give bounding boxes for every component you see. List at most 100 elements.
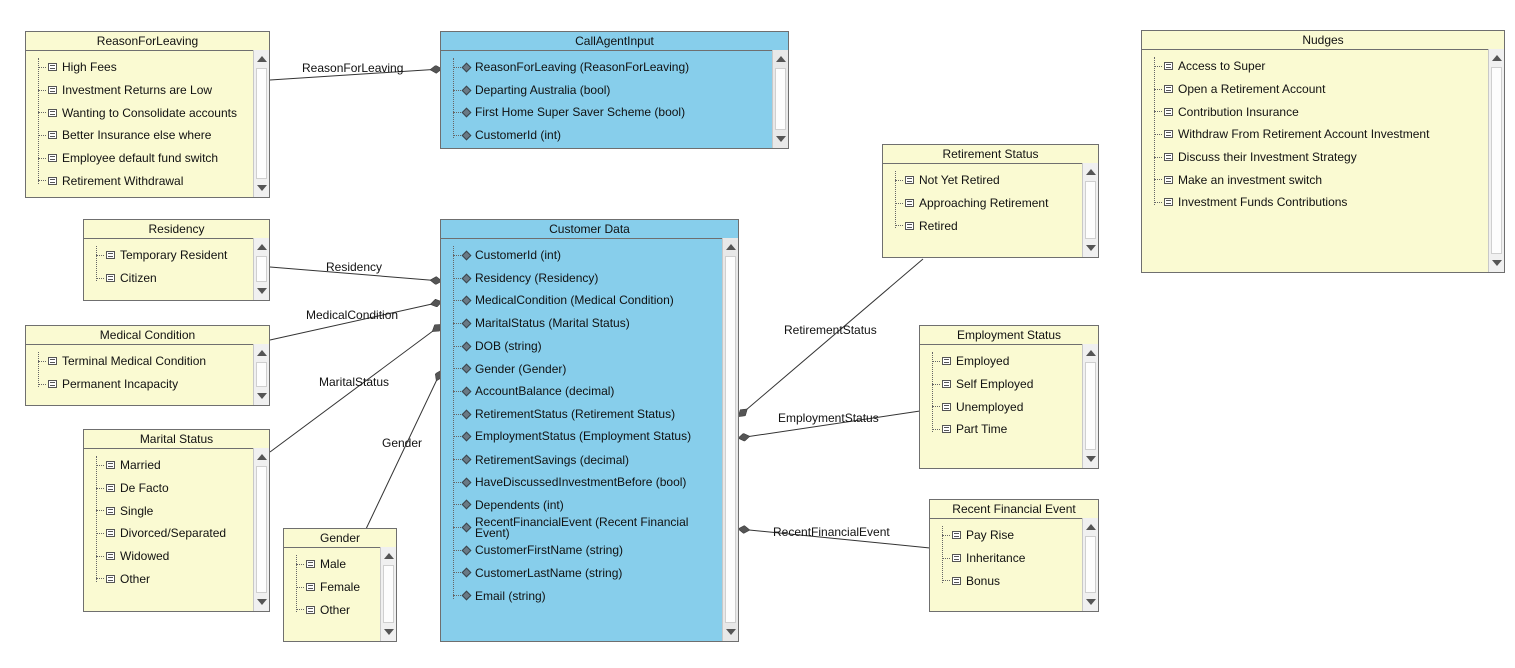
link-gender[interactable]: [365, 371, 441, 530]
field-item[interactable]: HaveDiscussedInvestmentBefore (bool): [449, 471, 718, 494]
vertical-scrollbar[interactable]: [1488, 49, 1504, 272]
scroll-thumb[interactable]: [1491, 67, 1502, 254]
link-reason[interactable]: [269, 69, 441, 81]
scroll-thumb[interactable]: [256, 362, 267, 387]
scroll-down-arrow-icon[interactable]: [257, 288, 267, 294]
enum-value-item[interactable]: Married: [92, 454, 249, 477]
scroll-up-arrow-icon[interactable]: [257, 244, 267, 250]
vertical-scrollbar[interactable]: [1082, 518, 1098, 611]
field-item[interactable]: First Home Super Saver Scheme (bool): [449, 101, 768, 124]
enum-value-item[interactable]: Other: [92, 567, 249, 590]
enum-value-item[interactable]: Female: [292, 576, 376, 599]
enum-value-item[interactable]: Inheritance: [938, 547, 1078, 570]
field-item[interactable]: CustomerLastName (string): [449, 562, 718, 585]
enum-value-item[interactable]: Employee default fund switch: [34, 147, 249, 170]
scroll-up-arrow-icon[interactable]: [1086, 169, 1096, 175]
enum-value-item[interactable]: Retirement Withdrawal: [34, 169, 249, 192]
scroll-up-arrow-icon[interactable]: [257, 350, 267, 356]
link-financial[interactable]: [739, 529, 931, 549]
enum-value-item[interactable]: Terminal Medical Condition: [34, 350, 249, 373]
scroll-thumb[interactable]: [1085, 181, 1096, 239]
enum-value-item[interactable]: Not Yet Retired: [891, 169, 1078, 192]
scroll-up-arrow-icon[interactable]: [1086, 524, 1096, 530]
field-item[interactable]: DOB (string): [449, 335, 718, 358]
scroll-down-arrow-icon[interactable]: [1086, 245, 1096, 251]
scroll-thumb[interactable]: [256, 466, 267, 593]
enum-value-item[interactable]: Part Time: [928, 418, 1078, 441]
scroll-up-arrow-icon[interactable]: [1086, 350, 1096, 356]
enum-value-item[interactable]: Approaching Retirement: [891, 192, 1078, 215]
field-item[interactable]: Residency (Residency): [449, 267, 718, 290]
enum-value-item[interactable]: Open a Retirement Account: [1150, 78, 1484, 101]
field-item[interactable]: CustomerId (int): [449, 244, 718, 267]
link-medical[interactable]: [269, 302, 441, 341]
enum-value-item[interactable]: Temporary Resident: [92, 244, 249, 267]
scroll-down-arrow-icon[interactable]: [257, 185, 267, 191]
enum-value-item[interactable]: Retired: [891, 214, 1078, 237]
scroll-down-arrow-icon[interactable]: [726, 629, 736, 635]
vertical-scrollbar[interactable]: [722, 238, 738, 641]
enum-value-item[interactable]: Citizen: [92, 267, 249, 290]
vertical-scrollbar[interactable]: [253, 50, 269, 197]
enum-value-item[interactable]: Other: [292, 598, 376, 621]
enum-value-item[interactable]: Access to Super: [1150, 55, 1484, 78]
enum-value-item[interactable]: Pay Rise: [938, 524, 1078, 547]
enum-value-item[interactable]: Self Employed: [928, 373, 1078, 396]
vertical-scrollbar[interactable]: [253, 238, 269, 300]
scroll-thumb[interactable]: [1085, 536, 1096, 593]
enum-value-item[interactable]: Unemployed: [928, 395, 1078, 418]
scroll-thumb[interactable]: [1085, 362, 1096, 450]
field-item[interactable]: Departing Australia (bool): [449, 79, 768, 102]
field-item[interactable]: AccountBalance (decimal): [449, 380, 718, 403]
field-item[interactable]: CustomerId (int): [449, 124, 768, 144]
scroll-thumb[interactable]: [383, 565, 394, 623]
scroll-up-arrow-icon[interactable]: [776, 56, 786, 62]
vertical-scrollbar[interactable]: [253, 344, 269, 405]
enum-value-item[interactable]: Bonus: [938, 569, 1078, 592]
vertical-scrollbar[interactable]: [253, 448, 269, 611]
field-item[interactable]: RecentFinancialEvent (Recent Financial E…: [449, 516, 718, 539]
link-residency[interactable]: [269, 266, 441, 281]
scroll-down-arrow-icon[interactable]: [776, 136, 786, 142]
vertical-scrollbar[interactable]: [380, 547, 396, 641]
enum-value-item[interactable]: Divorced/Separated: [92, 522, 249, 545]
scroll-down-arrow-icon[interactable]: [257, 393, 267, 399]
link-marital[interactable]: [269, 325, 441, 453]
field-item[interactable]: MedicalCondition (Medical Condition): [449, 289, 718, 312]
scroll-up-arrow-icon[interactable]: [726, 244, 736, 250]
enum-value-item[interactable]: Withdraw From Retirement Account Investm…: [1150, 123, 1484, 146]
scroll-thumb[interactable]: [725, 256, 736, 623]
enum-value-item[interactable]: Widowed: [92, 545, 249, 568]
scroll-down-arrow-icon[interactable]: [1492, 260, 1502, 266]
scroll-up-arrow-icon[interactable]: [384, 553, 394, 559]
enum-value-item[interactable]: De Facto: [92, 477, 249, 500]
scroll-down-arrow-icon[interactable]: [1086, 456, 1096, 462]
scroll-down-arrow-icon[interactable]: [1086, 599, 1096, 605]
enum-value-item[interactable]: Male: [292, 553, 376, 576]
scroll-up-arrow-icon[interactable]: [257, 56, 267, 62]
enum-value-item[interactable]: Contribution Insurance: [1150, 100, 1484, 123]
field-item[interactable]: RetirementStatus (Retirement Status): [449, 403, 718, 426]
enum-value-item[interactable]: Discuss their Investment Strategy: [1150, 146, 1484, 169]
vertical-scrollbar[interactable]: [1082, 344, 1098, 468]
scroll-up-arrow-icon[interactable]: [1492, 55, 1502, 61]
vertical-scrollbar[interactable]: [772, 50, 788, 148]
scroll-thumb[interactable]: [256, 68, 267, 179]
scroll-up-arrow-icon[interactable]: [257, 454, 267, 460]
enum-value-item[interactable]: Investment Funds Contributions: [1150, 191, 1484, 214]
field-item[interactable]: ReasonForLeaving (ReasonForLeaving): [449, 56, 768, 79]
field-item[interactable]: EmploymentStatus (Employment Status): [449, 426, 718, 449]
enum-value-item[interactable]: Employed: [928, 350, 1078, 373]
link-retirement[interactable]: [739, 258, 924, 416]
link-employment[interactable]: [739, 410, 921, 438]
